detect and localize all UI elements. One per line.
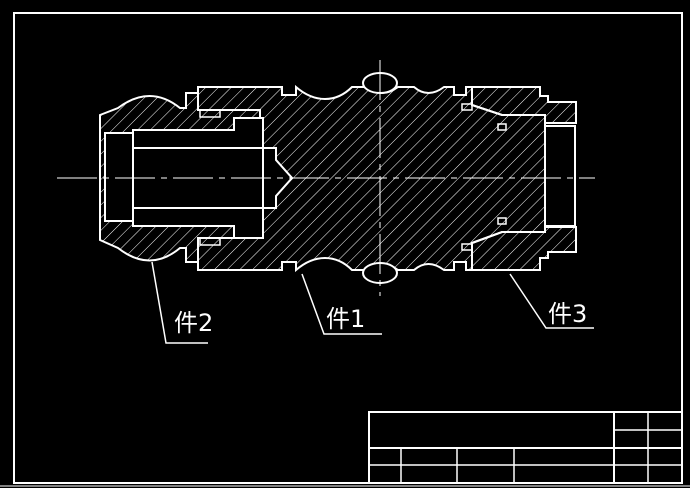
part3-fitting [471,86,577,271]
oring-bottom [461,243,473,251]
oring-inner-bottom [497,217,507,225]
leader-part3 [509,273,594,329]
label-part3: 件3 [548,300,587,328]
title-block [368,411,683,484]
label-part1: 件1 [326,305,365,333]
seal-groove-top [199,109,221,118]
drawing-frame [13,12,683,484]
seal-groove-bottom [199,237,221,246]
part2-end-bore [104,132,134,222]
part3-bore [544,125,576,227]
leader-part2 [151,261,208,344]
leader-part1 [301,273,382,335]
oring-inner-top [497,123,507,131]
label-part2: 件2 [174,309,213,337]
oring-top [461,103,473,111]
